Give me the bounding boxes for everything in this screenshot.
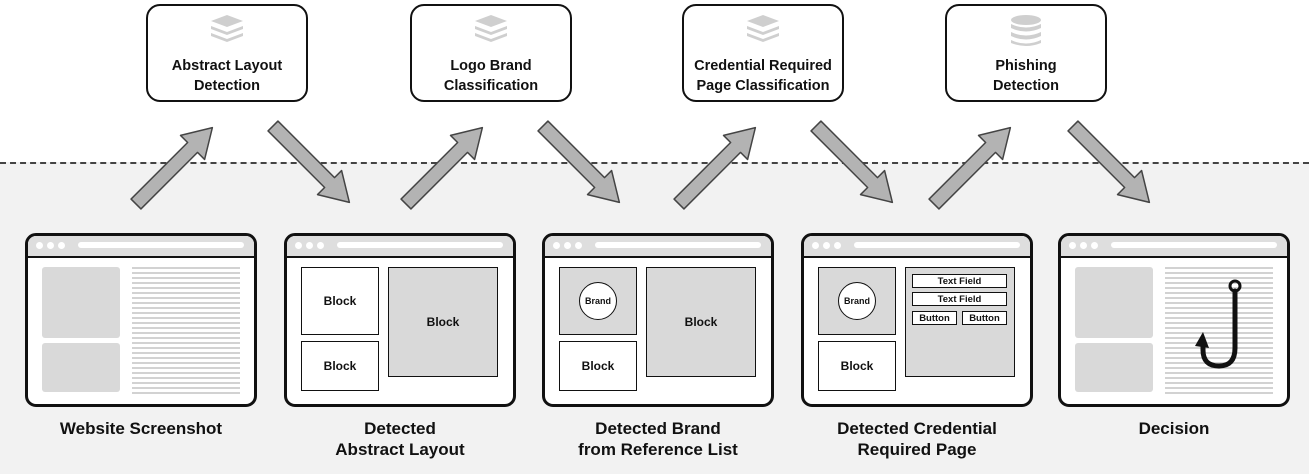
module-label: Abstract Layout Detection [171, 58, 283, 94]
text-field: Text Field [912, 274, 1007, 288]
stage-caption: Website Screenshot [59, 419, 223, 438]
layout-block: Block [818, 341, 896, 391]
stack-icon [211, 15, 243, 42]
layout-block: Block [301, 267, 379, 335]
image-placeholder [42, 343, 120, 392]
module-phishing-detection: Phishing Detection [945, 4, 1107, 102]
form-button: Button [912, 311, 957, 325]
up-arrow [666, 114, 769, 217]
brand-logo: Brand [579, 282, 617, 320]
browser-detected-brand: Brand Block Block [542, 233, 774, 407]
browser-website-screenshot [25, 233, 257, 407]
image-placeholder [1075, 267, 1153, 338]
down-arrow [260, 113, 363, 216]
down-arrow [530, 113, 633, 216]
up-arrow [393, 114, 496, 217]
address-bar [78, 242, 244, 248]
module-abstract-layout-detection: Abstract Layout Detection [146, 4, 308, 102]
browser-credential-page: Brand Block Text Field Text Field Button… [801, 233, 1033, 407]
down-arrow [1060, 113, 1163, 216]
module-label: Credential Required Page Classification [694, 58, 832, 94]
layout-block: Block [559, 341, 637, 391]
form-button: Button [962, 311, 1007, 325]
browser-toolbar [1061, 236, 1287, 258]
brand-logo-block: Brand [818, 267, 896, 335]
browser-toolbar [28, 236, 254, 258]
stack-icon [475, 15, 507, 42]
stage-caption: Decision [1138, 419, 1210, 438]
stage-caption: Detected Abstract Layout [335, 419, 465, 459]
browser-decision [1058, 233, 1290, 407]
text-lines [132, 267, 240, 395]
up-arrow [123, 114, 226, 217]
stack-icon [747, 15, 779, 42]
up-arrow [921, 114, 1024, 217]
fishhook-icon [1195, 279, 1242, 369]
address-bar [854, 242, 1020, 248]
layout-block: Block [301, 341, 379, 391]
stage-caption: Detected Credential Required Page [837, 419, 997, 459]
browser-toolbar [287, 236, 513, 258]
image-placeholder [1075, 343, 1153, 392]
text-lines [1165, 267, 1273, 395]
text-field: Text Field [912, 292, 1007, 306]
browser-toolbar [545, 236, 771, 258]
database-icon [1011, 15, 1041, 46]
address-bar [1111, 242, 1277, 248]
layout-block: Block [646, 267, 756, 377]
module-label: Phishing Detection [992, 58, 1060, 94]
address-bar [337, 242, 503, 248]
layout-block: Block [388, 267, 498, 377]
stage-caption: Detected Brand from Reference List [578, 419, 738, 459]
address-bar [595, 242, 761, 248]
brand-logo: Brand [838, 282, 876, 320]
module-credential-required-page-classification: Credential Required Page Classification [682, 4, 844, 102]
brand-logo-block: Brand [559, 267, 637, 335]
browser-detected-layout: Block Block Block [284, 233, 516, 407]
browser-toolbar [804, 236, 1030, 258]
module-label: Logo Brand Classification [443, 58, 539, 94]
login-form-block: Text Field Text Field Button Button [905, 267, 1015, 377]
image-placeholder [42, 267, 120, 338]
module-logo-brand-classification: Logo Brand Classification [410, 4, 572, 102]
down-arrow [803, 113, 906, 216]
